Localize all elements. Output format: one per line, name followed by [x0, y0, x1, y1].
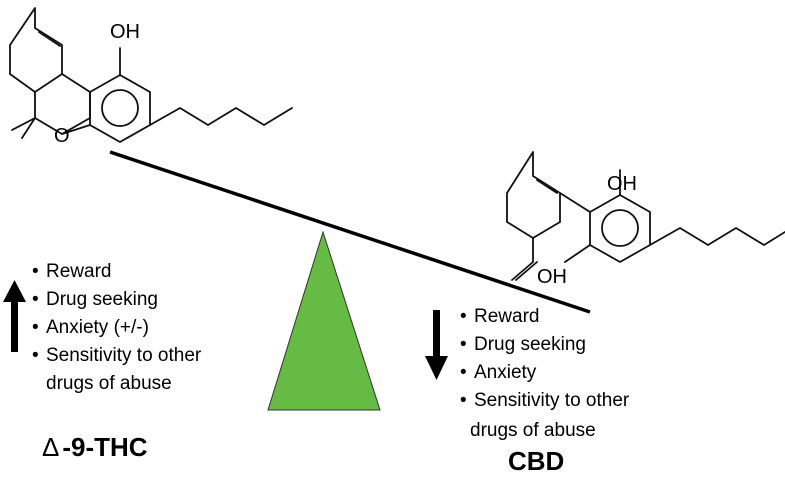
down-arrow-icon [425, 310, 448, 380]
thc-o-label: O [54, 125, 70, 147]
thc-caption: Δ-9-THC [42, 432, 148, 463]
up-arrow-icon [3, 280, 26, 352]
thc-effects-list: Reward Drug seeking Anxiety (+/-) Sensit… [32, 258, 201, 370]
list-item: Reward [460, 303, 629, 331]
cbd-caption: CBD [508, 446, 565, 476]
thc-structure: OH O [9, 7, 293, 147]
list-item: Drug seeking [460, 331, 629, 359]
cbd-structure: OH OH [506, 151, 785, 288]
fulcrum-triangle [267, 230, 381, 411]
list-item: Drug seeking [32, 286, 201, 314]
delta-symbol: Δ [42, 432, 60, 462]
list-item: Anxiety (+/-) [32, 314, 201, 342]
thc-oh-label: OH [110, 21, 140, 43]
balance-beam [109, 150, 591, 314]
cbd-effect-continuation: drugs of abuse [470, 420, 596, 441]
list-item: Sensitivity to other [460, 387, 629, 415]
thc-effect-continuation: drugs of abuse [46, 373, 172, 394]
list-item: Sensitivity to other [32, 342, 201, 370]
cbd-oh-bottom-label: OH [537, 266, 567, 288]
thc-caption-text: -9-THC [62, 432, 148, 462]
list-item: Reward [32, 258, 201, 286]
cbd-oh-top-label: OH [607, 173, 637, 195]
list-item: Anxiety [460, 359, 629, 387]
cbd-effects-list: Reward Drug seeking Anxiety Sensitivity … [460, 303, 629, 415]
